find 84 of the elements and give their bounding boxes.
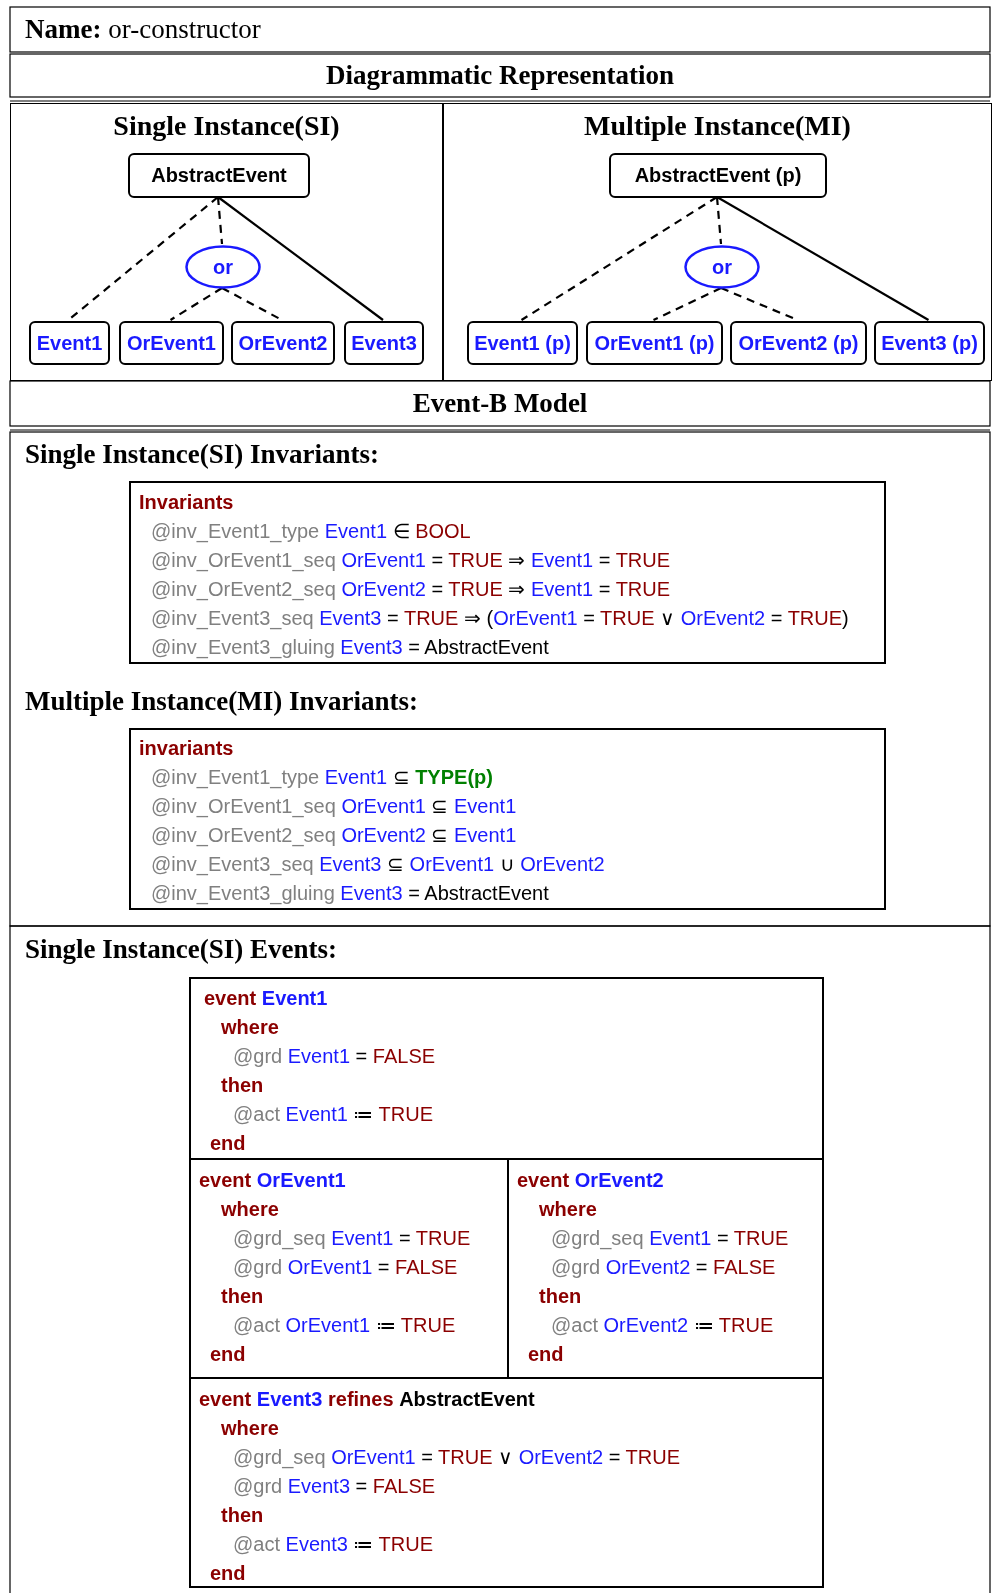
- section-header: Event-B Model: [412, 387, 588, 419]
- dashed-line: [216, 196, 224, 245]
- code-keyword-line: event OrEvent1: [199, 1168, 346, 1193]
- connector-line: [217, 196, 384, 321]
- code-keyword-line: where: [221, 1416, 279, 1441]
- code-line: @grd_seq Event1 = TRUE: [233, 1226, 471, 1252]
- or-ellipse: [185, 245, 261, 289]
- code-line: @inv_Event3_seq Event3 ⊆ OrEvent1 ∪ OrEvent2: [151, 852, 605, 878]
- code-block: [129, 481, 886, 664]
- section-heading: Single Instance(SI) Events:: [25, 933, 338, 965]
- event-name: AbstractEvent (p): [634, 164, 802, 187]
- event-box: [344, 321, 424, 365]
- code-keyword-line: event Event3 refines AbstractEvent: [199, 1387, 535, 1412]
- code-line: @inv_OrEvent2_seq OrEvent2 ⊆ Event1: [151, 823, 517, 849]
- event-name: or: [213, 255, 233, 279]
- event-box: [119, 321, 224, 365]
- code-line: @inv_Event3_gluing Event3 = AbstractEvent: [151, 881, 549, 907]
- code-block: [129, 728, 886, 910]
- panel-heading: Multiple Instance(MI): [584, 110, 851, 142]
- event-box: [586, 321, 723, 365]
- event-box: [467, 321, 578, 365]
- code-keyword-line: then: [221, 1284, 264, 1309]
- code-line: @grd OrEvent2 = FALSE: [551, 1255, 776, 1280]
- event-name: OrEvent2 (p): [738, 331, 859, 355]
- code-keyword-line: event Event1: [204, 986, 328, 1011]
- dashed-line: [169, 287, 223, 321]
- code-line: @grd Event1 = FALSE: [233, 1044, 436, 1069]
- code-keyword-line: then: [539, 1284, 582, 1309]
- event-box: [609, 153, 827, 198]
- event-name: Event3 (p): [881, 331, 978, 355]
- diagram-panel: [443, 103, 992, 381]
- code-line: @inv_OrEvent1_seq OrEvent1 = TRUE ⇒ Event1 = TRUE: [151, 548, 671, 574]
- code-line: @grd OrEvent1 = FALSE: [233, 1255, 458, 1280]
- code-line: @inv_Event3_gluing Event3 = AbstractEvent: [151, 635, 549, 661]
- code-line: @inv_Event1_type Event1 ∈ BOOL: [151, 519, 471, 545]
- code-keyword-line: Invariants: [139, 490, 234, 515]
- event-box: [231, 321, 335, 365]
- code-keyword-line: where: [221, 1197, 279, 1222]
- event-name: OrEvent1 (p): [594, 331, 715, 355]
- code-keyword-line: then: [221, 1503, 264, 1528]
- section-heading: Single Instance(SI) Invariants:: [25, 438, 380, 470]
- event-box: [29, 321, 110, 365]
- code-keyword-line: end: [528, 1342, 564, 1367]
- code-keyword-line: where: [539, 1197, 597, 1222]
- code-line: @act OrEvent2 ≔ TRUE: [551, 1313, 774, 1338]
- code-line: @grd Event3 = FALSE: [233, 1474, 436, 1499]
- dashed-line: [653, 287, 722, 321]
- code-keyword-line: invariants: [139, 736, 234, 761]
- event-name: or: [712, 255, 732, 279]
- event-name: Event1: [36, 331, 103, 355]
- code-keyword-line: end: [210, 1131, 246, 1156]
- event-box: [730, 321, 867, 365]
- code-line: @act OrEvent1 ≔ TRUE: [233, 1313, 456, 1338]
- section-header: Diagrammatic Representation: [325, 59, 675, 91]
- dashed-line: [715, 196, 723, 245]
- event-name: OrEvent2: [238, 331, 328, 355]
- code-line: @inv_OrEvent2_seq OrEvent2 = TRUE ⇒ Event1 = TRUE: [151, 577, 671, 603]
- diagram-panel: [10, 103, 443, 381]
- section-heading: Multiple Instance(MI) Invariants:: [25, 685, 418, 717]
- code-block: [189, 1377, 824, 1588]
- code-block: [189, 977, 824, 1160]
- code-line: @inv_OrEvent1_seq OrEvent1 ⊆ Event1: [151, 794, 517, 820]
- dashed-line: [520, 196, 718, 321]
- code-line: @act Event3 ≔ TRUE: [233, 1532, 434, 1557]
- event-name: Event3: [351, 331, 417, 355]
- connector-line: [716, 196, 930, 321]
- code-keyword-line: where: [221, 1015, 279, 1040]
- code-line: @act Event1 ≔ TRUE: [233, 1102, 434, 1127]
- event-box: [128, 153, 310, 198]
- code-keyword-line: end: [210, 1342, 246, 1367]
- code-keyword-line: event OrEvent2: [517, 1168, 664, 1193]
- code-keyword-line: then: [221, 1073, 264, 1098]
- code-line: @grd_seq OrEvent1 = TRUE ∨ OrEvent2 = TRUE: [233, 1445, 681, 1471]
- code-line: @inv_Event1_type Event1 ⊆ TYPE(p): [151, 765, 493, 791]
- event-box: [874, 321, 985, 365]
- panel-heading: Single Instance(SI): [113, 110, 340, 142]
- event-name: Event1 (p): [474, 331, 571, 355]
- code-keyword-line: end: [210, 1561, 246, 1586]
- name-label: Name: or-constructor: [25, 13, 261, 45]
- code-line: @grd_seq Event1 = TRUE: [551, 1226, 789, 1252]
- event-name: AbstractEvent: [151, 164, 287, 187]
- event-name: OrEvent1: [127, 331, 216, 355]
- or-ellipse: [684, 245, 760, 289]
- code-line: @inv_Event3_seq Event3 = TRUE ⇒ (OrEvent1 = TRUE ∨ OrEvent2 = TRUE): [151, 606, 849, 632]
